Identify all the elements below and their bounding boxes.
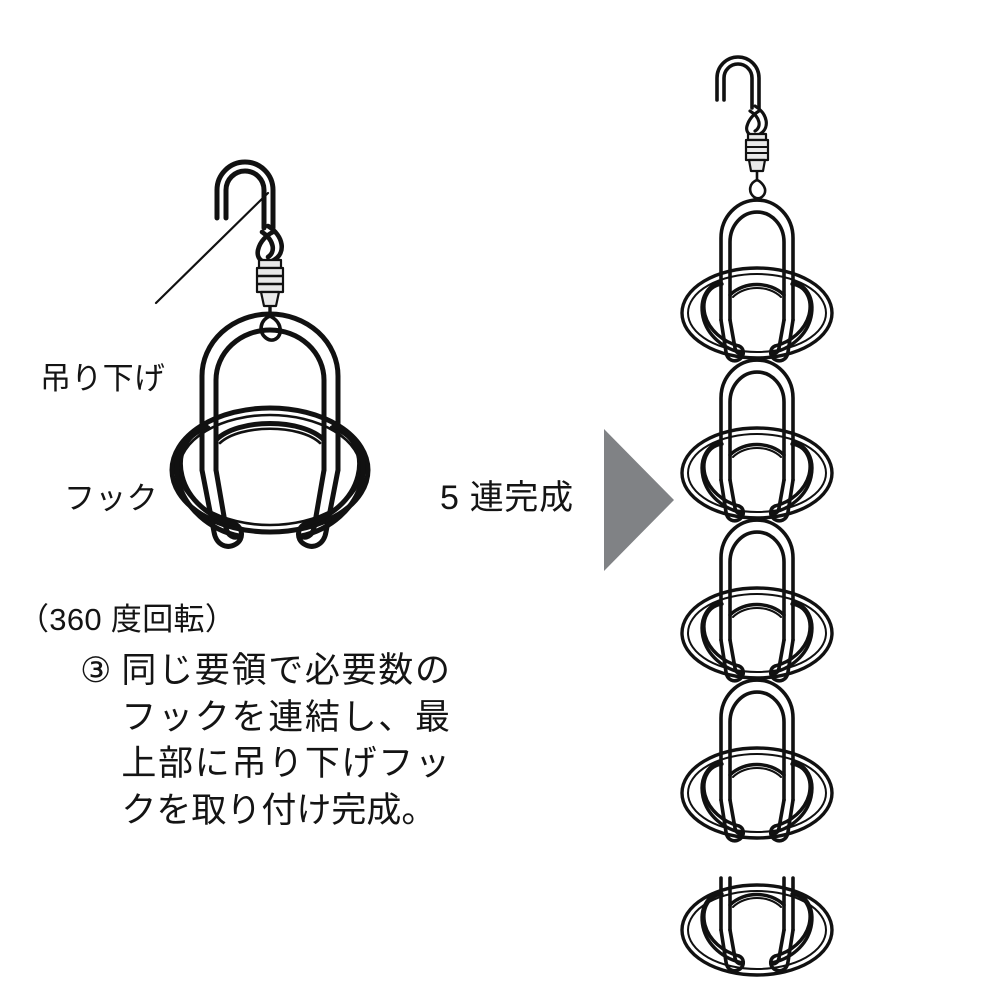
chain-arch-frame-2 [719,358,795,523]
chain-unit-2 [680,358,834,523]
chain-unit-5 [680,876,834,977]
step-number: ③ [80,651,112,690]
chain-swivel-hook-icon [715,55,768,138]
callout-line-3: （360 度回転） [18,602,237,638]
chain-lower-hooks-1 [700,280,814,355]
chain-unit-3 [680,518,834,683]
chain-ring-front-arc-5 [728,892,786,908]
single-hanger-unit-illustration [140,140,400,580]
step-instruction-block: ③ 同じ要領で必要数のフックを連結し、最上部に吊り下げフックを取り付け完成。 [80,648,450,834]
chain-ellipse-ring-4 [680,746,834,840]
chain-ring-front-arc-2 [728,442,786,458]
arrow-label: 5 連完成 [440,479,574,517]
step-text: 同じ要領で必要数のフックを連結し、最上部に吊り下げフックを取り付け完成。 [121,651,450,830]
chain-lower-hooks-3 [700,600,814,675]
chain-arch-frame-4 [719,678,795,843]
chain-swivel-barrel-icon [744,132,770,181]
chain-ellipse-ring-3 [680,586,834,680]
lower-hooks-icon [174,423,366,539]
chain-ring-front-arc-4 [728,762,786,778]
callout-leader-line [154,191,270,305]
chain-ellipse-ring-2 [680,426,834,520]
chain-top-loop-icon [748,178,767,200]
chain-lower-hooks-5 [700,890,814,965]
hanging-hook-callout-label: 吊り下げ フック （360 度回転） [18,278,258,721]
five-unit-chain-illustration [655,40,865,980]
progress-arrow-icon [604,429,674,571]
chain-ring-front-arc-1 [728,282,786,298]
chain-unit-1 [680,198,834,363]
chain-lower-hooks-2 [700,440,814,515]
chain-ellipse-ring-5 [680,883,834,977]
callout-line-1: 吊り下げ [40,360,166,396]
chain-arch-frame-1 [719,198,795,363]
chain-unit-4 [680,678,834,843]
chain-ellipse-ring-1 [680,266,834,360]
ring-front-arc-icon [213,421,327,445]
chain-lower-hooks-4 [700,760,814,835]
frame-top-loop-icon [259,314,283,342]
swivel-barrel-icon [255,258,285,318]
chain-ring-front-arc-3 [728,602,786,618]
chain-arch-frame-3 [719,518,795,683]
callout-line-2: フック [64,481,158,517]
